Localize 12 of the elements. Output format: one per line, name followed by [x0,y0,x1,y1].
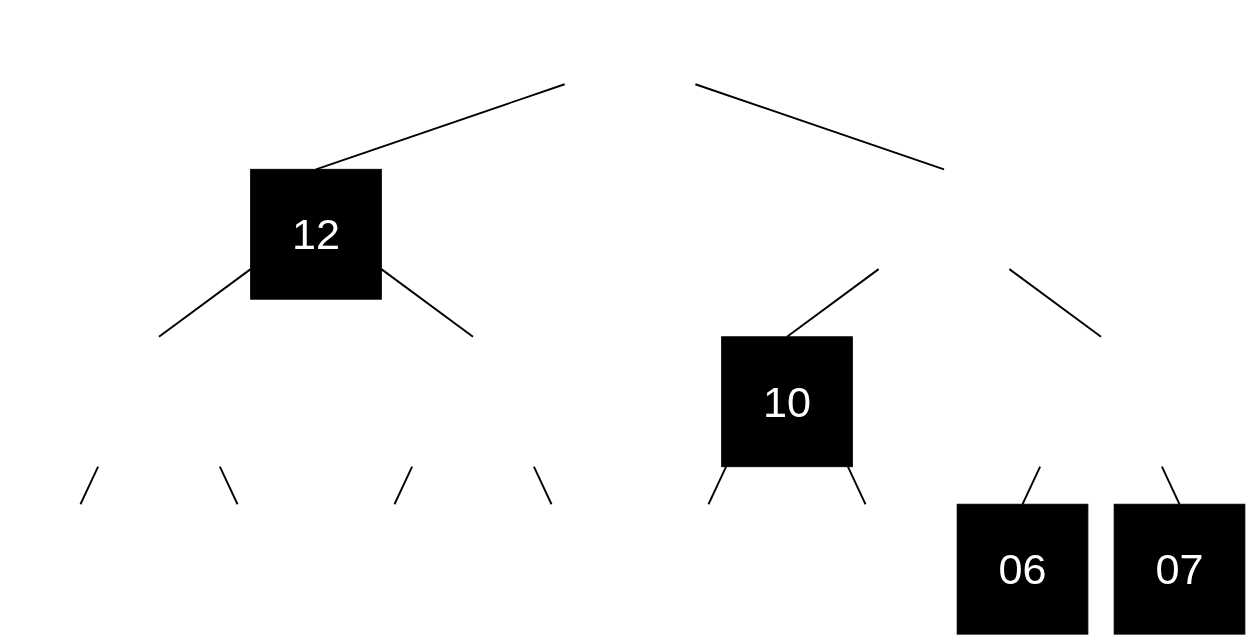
tree-branch-line [1021,465,1042,506]
tree-branch-line [786,268,880,338]
tree-branch-line [707,465,728,506]
number-box: 10 [721,336,853,468]
number-box: 07 [1113,503,1246,635]
tree-branch-line [1160,465,1181,506]
tree-branch-line [315,83,566,171]
number-box: 06 [956,503,1089,635]
tree-branch-line [380,268,474,338]
tree-branch-line [846,465,867,506]
tree-branch-line [158,268,252,338]
number-box: 12 [250,168,382,300]
